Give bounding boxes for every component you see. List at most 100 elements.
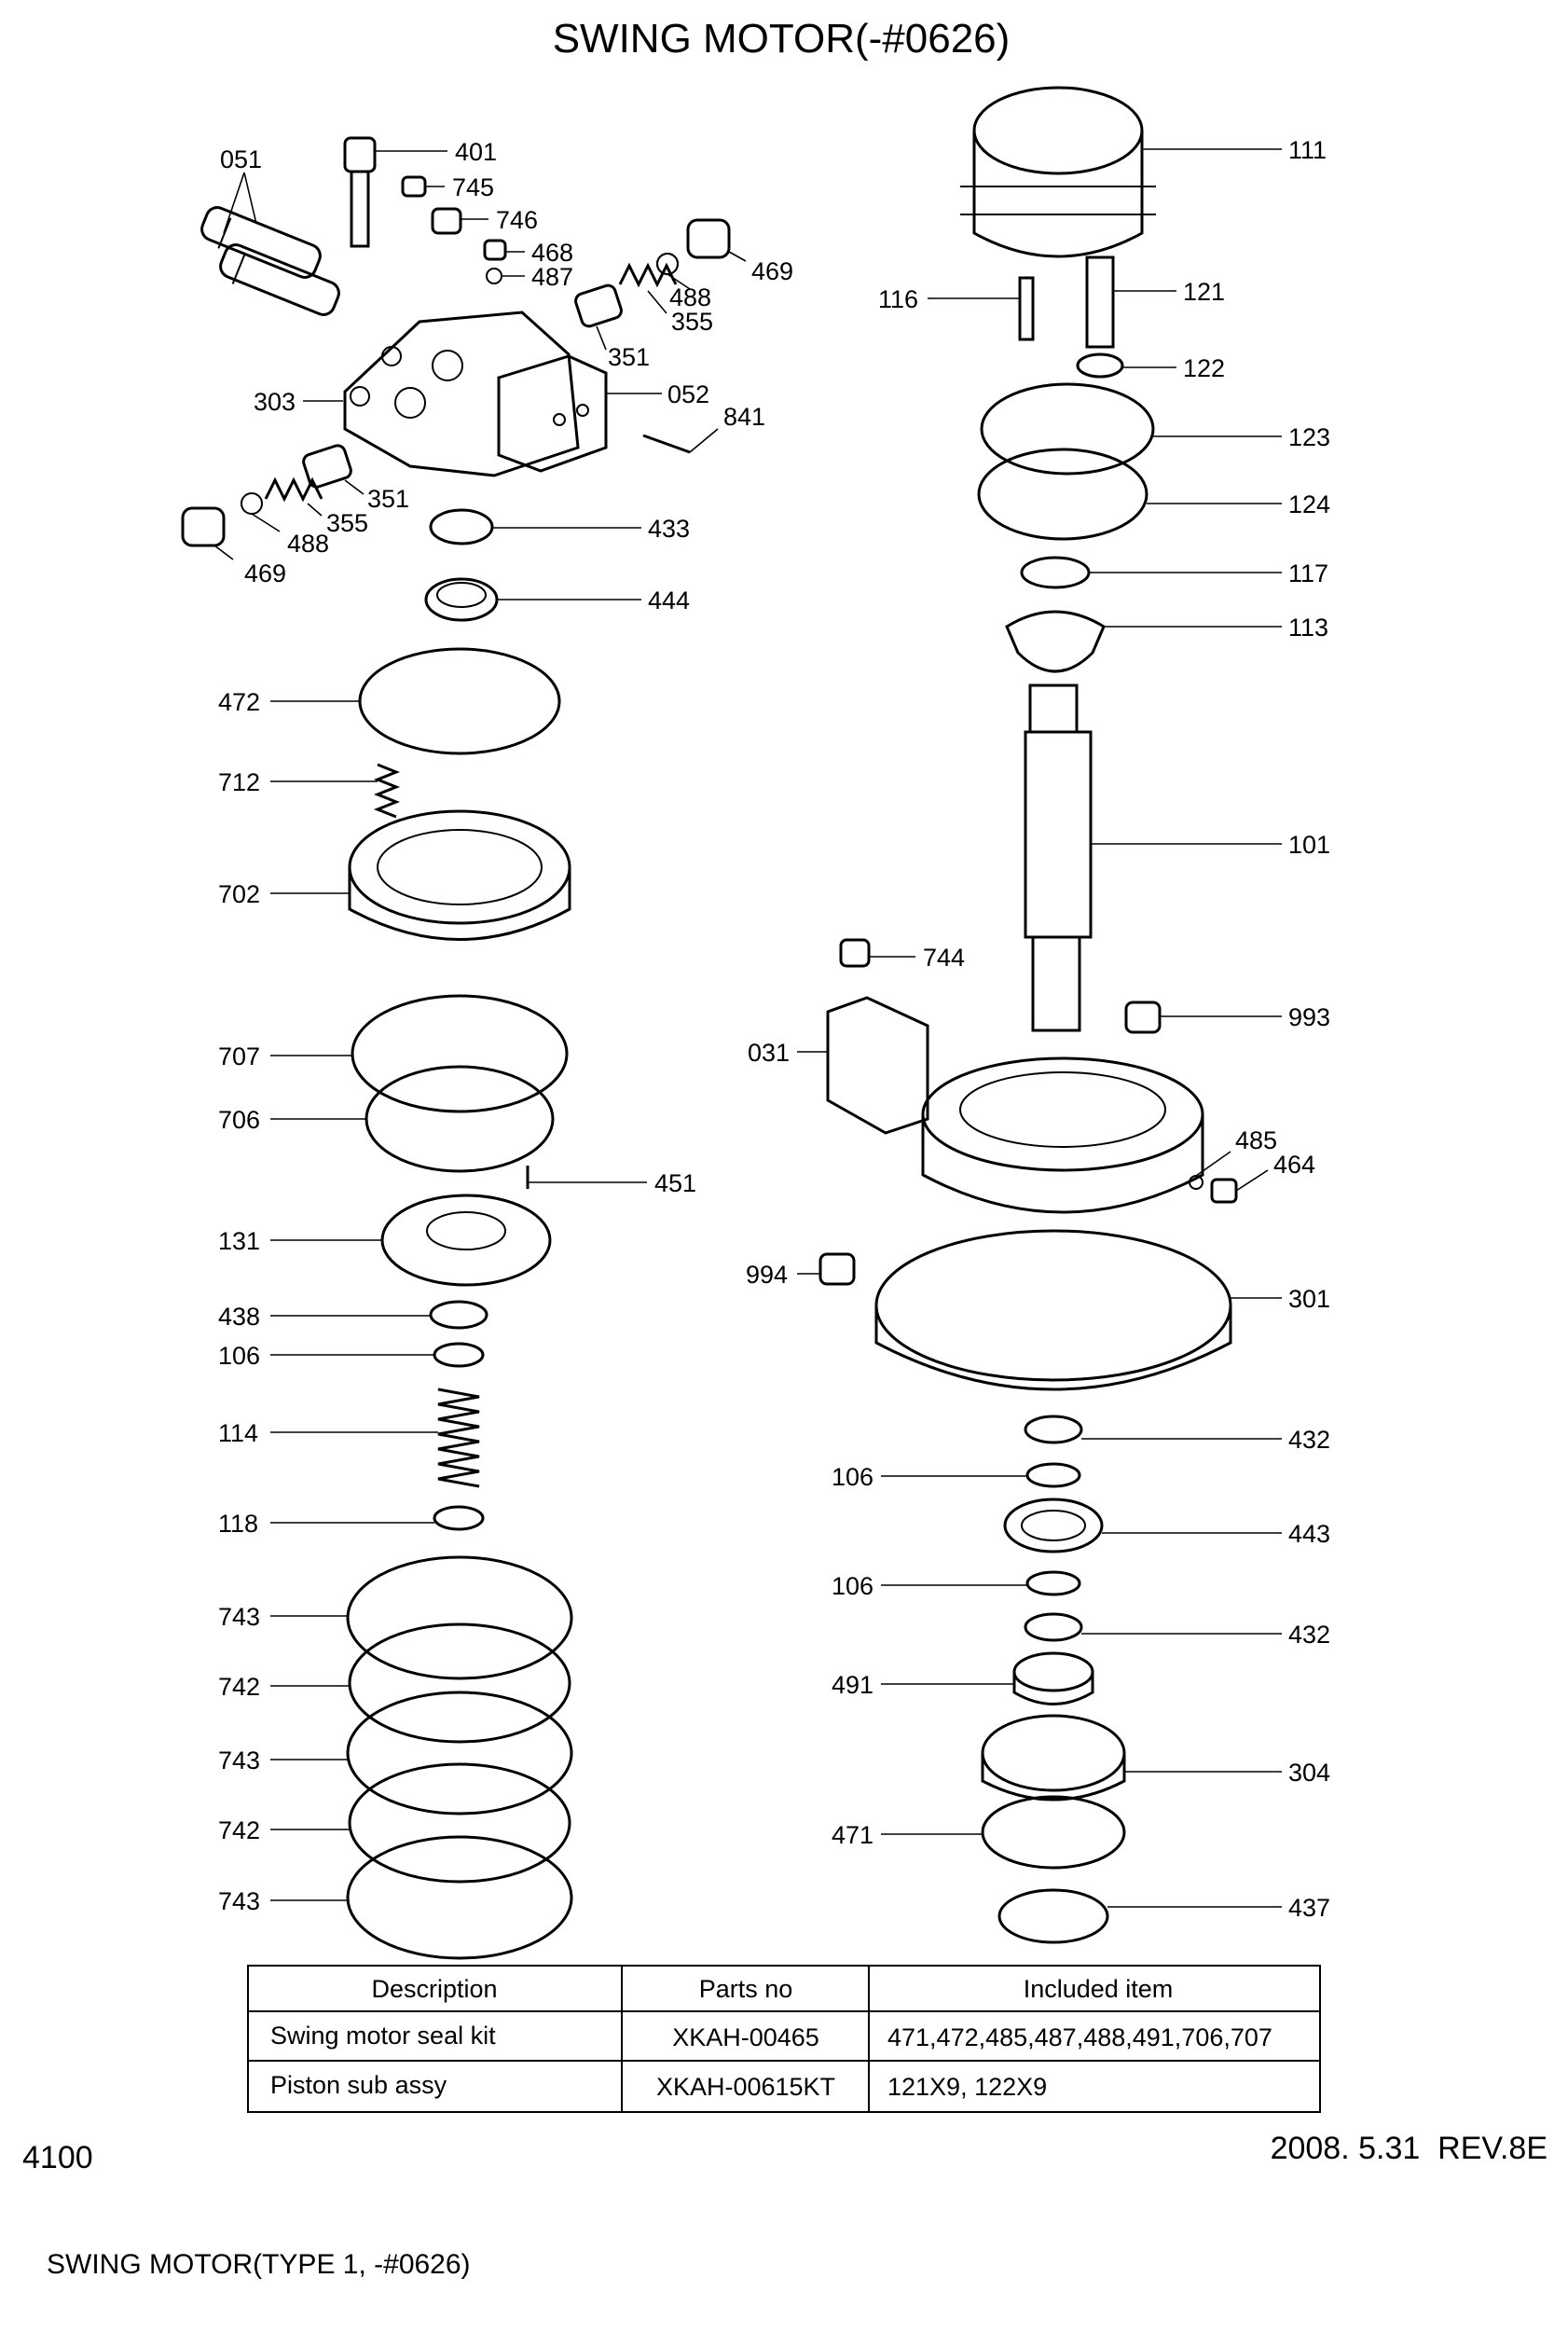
callout-301: 301 [1288, 1285, 1330, 1313]
table-header-included-item: Included item [1024, 1975, 1174, 2003]
callout-841: 841 [723, 403, 765, 431]
callout-401: 401 [455, 138, 497, 166]
snap-ring-438 [429, 1300, 488, 1330]
plug-744 [839, 938, 871, 968]
snap-ring-433 [429, 508, 494, 545]
callout-106-left: 106 [218, 1342, 260, 1370]
right-parts [818, 86, 1238, 1944]
callout-743-c: 743 [218, 1887, 260, 1915]
washer-117 [1020, 556, 1091, 589]
piston-121 [1085, 255, 1115, 349]
bolt-841 [642, 434, 691, 454]
callout-743-b: 743 [218, 1746, 260, 1774]
callout-432-upper: 432 [1288, 1426, 1330, 1454]
callout-464: 464 [1273, 1151, 1315, 1179]
callout-101: 101 [1288, 831, 1330, 859]
plate-742-a [348, 1622, 571, 1744]
callout-742-b: 742 [218, 1816, 260, 1844]
valve-plate-131 [380, 1194, 552, 1287]
table-cell-parts-no: XKAH-00465 [672, 2023, 819, 2051]
callout-485: 485 [1235, 1126, 1277, 1154]
snap-ring-432-upper [1024, 1415, 1083, 1444]
table-cell-included-item: 121X9, 122X9 [887, 2073, 1047, 2101]
shaft-101 [1024, 683, 1093, 1032]
bearing-443 [1003, 1498, 1104, 1553]
oring-488-lower [241, 492, 263, 515]
callout-304: 304 [1288, 1759, 1330, 1787]
callout-993: 993 [1288, 1003, 1330, 1031]
callout-433: 433 [648, 515, 690, 543]
spring-355-upper [618, 262, 678, 288]
callout-469-upper: 469 [751, 257, 793, 285]
callout-432-lower: 432 [1288, 1621, 1330, 1649]
callout-303: 303 [254, 388, 296, 416]
callout-471: 471 [832, 1821, 873, 1849]
callout-106-right-upper: 106 [832, 1463, 873, 1491]
callout-051: 051 [220, 145, 262, 173]
callout-106-right-lower: 106 [832, 1572, 873, 1600]
callout-742-a: 742 [218, 1673, 260, 1701]
plug-464 [1210, 1178, 1238, 1204]
plate-743-a [346, 1555, 573, 1680]
spring-114 [437, 1387, 480, 1488]
block-052 [497, 354, 608, 473]
valve-casing-303 [343, 311, 580, 477]
table-cell-included-item: 471,472,485,487,488,491,706,707 [887, 2023, 1272, 2051]
plate-743-b [346, 1691, 573, 1815]
callout-743-a: 743 [218, 1603, 260, 1631]
callout-121: 121 [1183, 278, 1225, 306]
table-cell-parts-no: XKAH-00615KT [656, 2073, 835, 2101]
page-title: SWING MOTOR(-#0626) [553, 16, 1011, 62]
bolt-401 [343, 136, 377, 248]
cylinder-block-111 [960, 86, 1156, 258]
snap-ring-437 [997, 1888, 1109, 1944]
callout-351-lower: 351 [367, 485, 409, 513]
cover-304 [981, 1714, 1126, 1802]
callout-487: 487 [531, 263, 573, 291]
plug-468 [483, 239, 507, 261]
callout-444: 444 [648, 587, 690, 614]
revision-info: 2008. 5.31 REV.8E [1271, 2131, 1547, 2166]
callout-031: 031 [748, 1039, 790, 1067]
callout-706: 706 [218, 1106, 260, 1134]
snap-ring-432-lower [1024, 1612, 1083, 1642]
shoe-122 [1076, 352, 1124, 379]
parts-table: Description Parts no Included item Swing… [247, 1965, 1321, 2113]
spring-355-lower [264, 476, 323, 503]
plug-745 [401, 175, 427, 198]
oring-706 [364, 1065, 555, 1173]
callout-355-lower: 355 [326, 509, 368, 537]
callout-745: 745 [452, 173, 494, 201]
bearing-444 [424, 577, 499, 622]
valve-block-031 [826, 996, 929, 1135]
callout-491: 491 [832, 1671, 873, 1699]
callout-437: 437 [1288, 1894, 1330, 1922]
brake-piston-702 [348, 809, 571, 941]
retainer-plate-123 [980, 382, 1155, 476]
plug-746 [431, 207, 462, 235]
casing-301 [874, 1056, 1232, 1391]
oring-471 [981, 1795, 1126, 1870]
table-cell-description: Swing motor seal kit [270, 2022, 496, 2050]
oring-472 [358, 647, 561, 755]
table-cell-description: Piston sub assy [270, 2071, 447, 2099]
callouts: 051 401 745 746 468 487 469 488 355 351 … [213, 136, 1330, 1922]
left-parts [181, 136, 731, 1960]
callout-488-lower: 488 [287, 530, 329, 558]
callout-122: 122 [1183, 354, 1225, 382]
plug-994 [818, 1252, 856, 1286]
plug-469-lower [181, 506, 226, 547]
callout-451: 451 [654, 1169, 696, 1197]
callout-707: 707 [218, 1042, 260, 1070]
callout-469-lower: 469 [244, 559, 286, 587]
spring-712 [373, 763, 401, 819]
callout-123: 123 [1288, 423, 1330, 451]
callout-744: 744 [923, 944, 965, 972]
plug-993 [1124, 1001, 1162, 1034]
callout-443: 443 [1288, 1520, 1330, 1548]
pin-116 [1018, 276, 1035, 341]
table-header-parts-no: Parts no [699, 1975, 793, 2003]
page-number: 4100 [22, 2140, 93, 2175]
washer-106-left [433, 1342, 485, 1368]
